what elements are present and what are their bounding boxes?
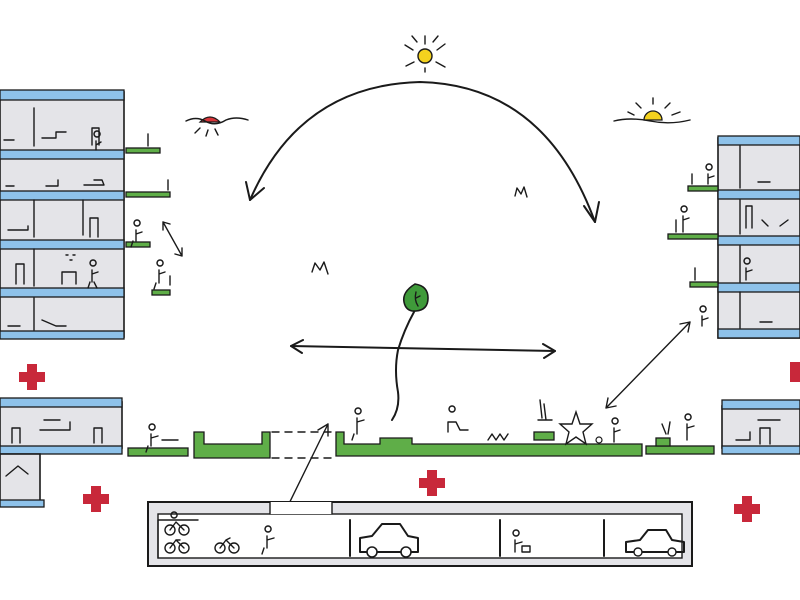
- bird-icon: [311, 261, 329, 275]
- bicycle-icon: [164, 511, 190, 536]
- car-icon: [625, 529, 685, 557]
- bicycle-icon: [214, 537, 240, 554]
- right-balconies: [667, 163, 719, 327]
- underground-parking: [147, 501, 693, 567]
- person-icon: [261, 525, 275, 555]
- right-tower: [717, 135, 800, 339]
- red-plus-icon: [83, 486, 109, 512]
- red-plus-icon: [790, 362, 800, 382]
- sun-rising-icon: [613, 97, 691, 124]
- person-icon: [512, 529, 531, 553]
- bicycle-icon: [164, 539, 190, 554]
- red-plus-icon: [419, 470, 445, 496]
- left-tower: [0, 89, 125, 340]
- bird-icon: [514, 186, 528, 198]
- left-balconies: [125, 133, 183, 296]
- ground-green-strips: [127, 431, 715, 459]
- car-icon: [359, 523, 419, 558]
- tree-icon: [391, 283, 429, 421]
- ground-people: [145, 399, 695, 453]
- right-low-building: [721, 399, 800, 455]
- horizontal-view-arrow: [290, 339, 556, 359]
- diagonal-view-arrow: [605, 321, 691, 409]
- sun-setting-icon: [185, 116, 249, 137]
- left-low-building: [0, 397, 123, 508]
- red-plus-icon: [734, 496, 760, 522]
- sun-noon-icon: [404, 35, 446, 73]
- red-plus-icon: [19, 364, 45, 390]
- sun-path-arc: [245, 81, 600, 223]
